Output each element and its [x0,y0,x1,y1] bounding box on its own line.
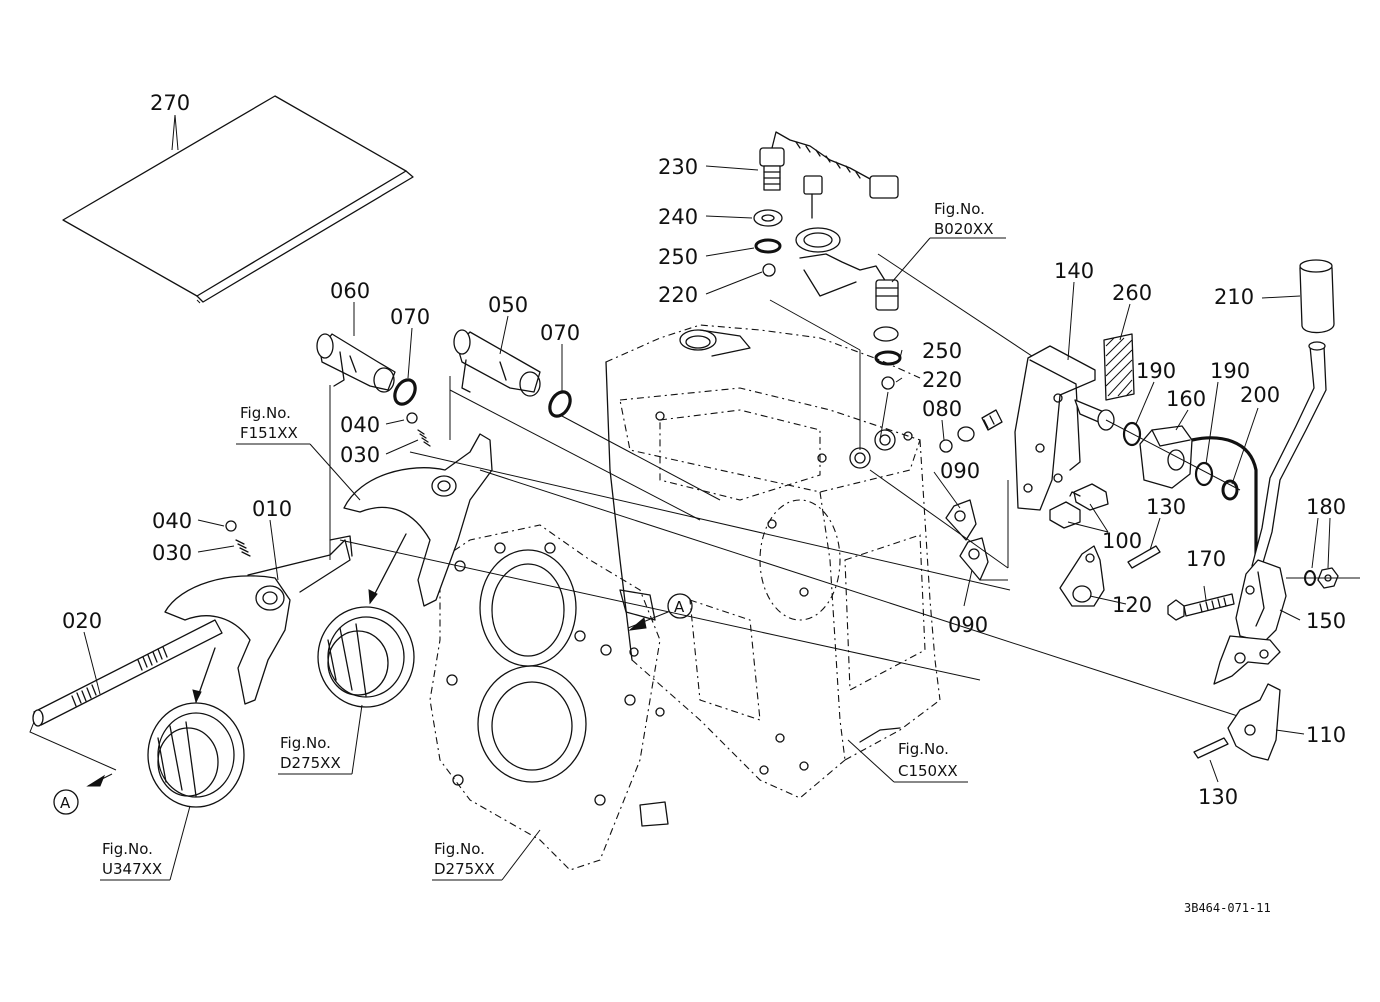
fig-ref-b020-label: Fig.No. [934,200,985,218]
callout-030-b: 030 [152,541,192,565]
callout-070-b: 070 [540,321,580,345]
fig-ref-d275-b-label: Fig.No. [434,840,485,858]
part-270-manual [62,95,414,304]
callout-070-a: 070 [390,305,430,329]
callout-170: 170 [1186,547,1226,571]
callout-090-b: 090 [948,613,988,637]
part-100-bolt-a [1069,483,1109,511]
section-marker-left-text: A [60,794,71,812]
part-010-shift-fork [164,535,353,705]
sensor-harness-clamp [795,193,899,311]
callout-250-mid: 250 [922,339,962,363]
callout-100: 100 [1102,529,1142,553]
part-070-o-ring-a [393,378,417,406]
callout-060: 060 [330,279,370,303]
part-090-lever-a [945,499,977,541]
part-140-bracket-plate [1014,345,1115,511]
callout-220-mid: 220 [922,368,962,392]
callout-250-top: 250 [658,245,698,269]
callout-050: 050 [488,293,528,317]
callout-040-b: 040 [152,509,192,533]
callout-270: 270 [150,91,190,115]
part-210-knob [1299,259,1335,334]
part-shift-fork-upper [343,433,493,607]
callout-010: 010 [252,497,292,521]
section-marker-center: A [667,593,693,619]
part-160-block [1139,425,1258,560]
part-150-shift-lever [1213,341,1327,685]
callout-030-a: 030 [340,443,380,467]
callout-040-a: 040 [340,413,380,437]
front-cover [429,524,669,871]
fig-ref-c150-label: Fig.No. [898,740,949,758]
part-080-plug [939,409,1003,453]
part-190-washer-b [1194,461,1214,487]
callout-220-top: 220 [658,283,698,307]
fig-ref-d275-b-code: D275XX [434,860,495,878]
oil-seal-lower [147,702,245,808]
part-230-switch [759,131,899,199]
fig-ref-u347-code: U347XX [102,860,162,878]
callout-130-a: 130 [1146,495,1186,519]
section-marker-center-text: A [674,598,685,616]
part-250-ring-b [873,326,902,366]
part-220-ball-a [762,263,776,277]
figure-references: Fig.No. B020XX Fig.No. F151XX Fig.No. D2… [102,200,993,878]
part-110-bracket [1227,683,1281,761]
part-020-shift-rod [32,619,223,727]
callout-120: 120 [1112,593,1152,617]
callout-160: 160 [1166,387,1206,411]
part-220-ball-b [881,376,895,390]
transmission-case [605,324,941,799]
callout-090-a: 090 [940,459,980,483]
part-030-spring-a [417,429,431,447]
part-250-ring-a [754,238,782,254]
diagram-code: 3B464-071-11 [1184,901,1271,915]
fig-ref-f151-code: F151XX [240,424,298,442]
part-070-o-ring-b [548,390,572,418]
part-050-shift-piece [453,329,541,397]
part-260-label [1103,333,1135,401]
callout-labels: 270 230 240 250 220 060 070 050 070 040 … [62,91,1346,809]
fig-ref-c150-code: C150XX [898,762,958,780]
part-170-bolt [1167,593,1235,621]
callout-130-b: 130 [1198,785,1238,809]
callout-210: 210 [1214,285,1254,309]
part-130-pin-b [1193,737,1229,759]
fig-ref-f151-label: Fig.No. [240,404,291,422]
fig-ref-b020-code: B020XX [934,220,993,238]
callout-190-b: 190 [1210,359,1250,383]
part-030-spring-b [235,539,251,557]
callout-080: 080 [922,397,962,421]
callout-230: 230 [658,155,698,179]
fig-ref-d275-a-label: Fig.No. [280,734,331,752]
callout-260: 260 [1112,281,1152,305]
part-120-arm [1059,545,1105,607]
callout-200: 200 [1240,383,1280,407]
oil-seal-upper [317,606,415,708]
callout-190-a: 190 [1136,359,1176,383]
part-040-ball-b [225,520,237,532]
part-130-pin-a [1127,545,1161,569]
callout-240: 240 [658,205,698,229]
part-100-bolt-b [1049,501,1081,529]
part-040-ball-a [406,412,418,424]
callout-020: 020 [62,609,102,633]
fig-ref-d275-a-code: D275XX [280,754,341,772]
callout-150: 150 [1306,609,1346,633]
callout-140: 140 [1054,259,1094,283]
callout-180: 180 [1306,495,1346,519]
part-200-clip [1221,479,1239,501]
fig-ref-u347-label: Fig.No. [102,840,153,858]
leader-lines [29,114,1331,881]
part-240-washer [753,209,783,227]
part-060-shift-piece [316,333,396,393]
callout-110: 110 [1306,723,1346,747]
section-marker-left: A [53,789,79,815]
